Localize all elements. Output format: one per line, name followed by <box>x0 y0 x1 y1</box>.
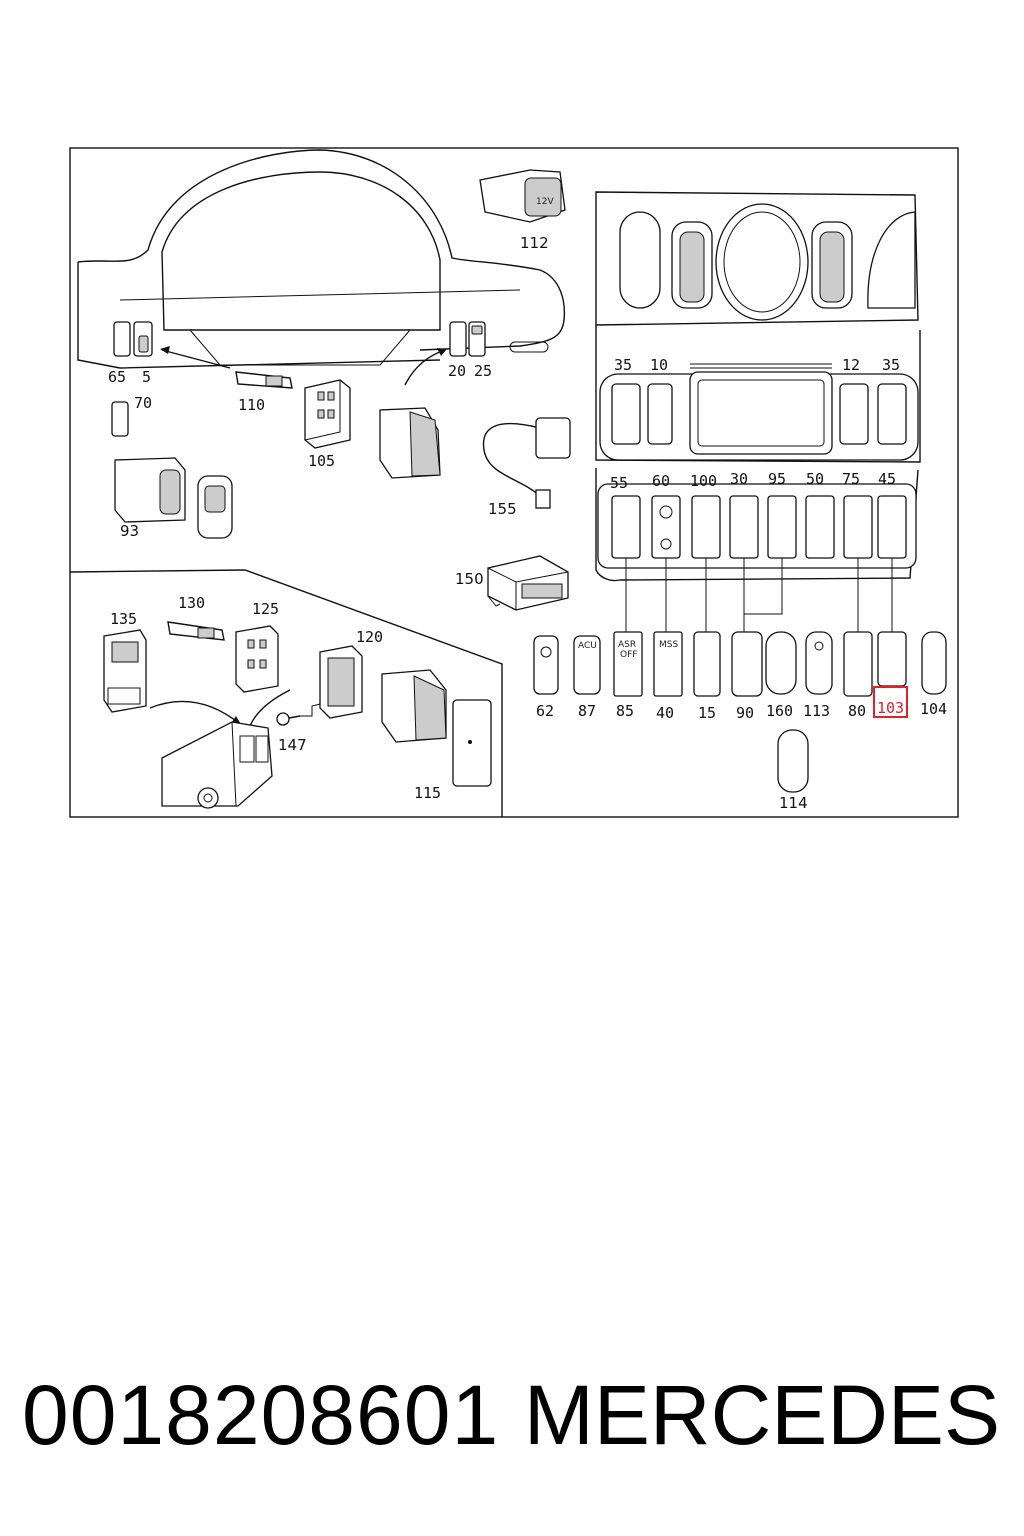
callout-12: 12 <box>842 356 860 374</box>
callout-35-right: 35 <box>882 356 900 374</box>
callout-87: 87 <box>578 702 596 720</box>
callout-155: 155 <box>488 500 517 518</box>
callout-40: 40 <box>656 704 674 722</box>
part-135-bracket <box>103 629 147 713</box>
callout-15: 15 <box>698 704 716 722</box>
callout-104: 104 <box>920 700 947 718</box>
callout-150: 150 <box>455 570 484 588</box>
van-illustration <box>149 689 291 809</box>
part-105-connector <box>304 379 351 449</box>
callout-85: 85 <box>616 702 634 720</box>
callout-70: 70 <box>134 394 152 412</box>
part-150-module <box>487 555 569 611</box>
inset-rocker <box>381 669 447 743</box>
footer: 0018208601 MERCEDES <box>0 1360 1024 1470</box>
callout-50: 50 <box>806 470 824 488</box>
leader-lines <box>625 558 893 636</box>
diagram-frame <box>69 147 959 818</box>
callout-20: 20 <box>448 362 466 380</box>
part-125-connector <box>235 625 279 693</box>
inset-panel <box>69 569 503 817</box>
part-147-screw <box>276 703 321 726</box>
callout-93: 93 <box>120 522 139 540</box>
callout-45: 45 <box>878 470 896 488</box>
part-120-frame <box>319 645 363 719</box>
part-112-text: 12V <box>536 197 554 207</box>
part-93-switch <box>114 457 233 539</box>
callout-30: 30 <box>730 470 748 488</box>
brand-name: MERCEDES <box>523 1368 1000 1462</box>
callout-115: 115 <box>414 784 441 802</box>
callout-103: 103 <box>877 699 904 717</box>
callout-80: 80 <box>848 702 866 720</box>
part-70-switch <box>111 401 129 437</box>
part-110-pin <box>235 371 293 389</box>
part-112-socket: 12V <box>479 169 566 223</box>
callout-135: 135 <box>110 610 137 628</box>
part-130-pin <box>167 621 225 641</box>
callout-105: 105 <box>308 452 335 470</box>
callout-113: 113 <box>803 702 830 720</box>
callout-25: 25 <box>474 362 492 380</box>
callout-114: 114 <box>779 794 808 812</box>
callout-75: 75 <box>842 470 860 488</box>
part-number: 0018208601 <box>22 1368 500 1462</box>
mss-text: MSS <box>659 640 678 650</box>
callout-112: 112 <box>520 234 549 252</box>
callout-55: 55 <box>610 474 628 492</box>
lower-switch-row: ACU ASR OFF MSS <box>533 631 947 793</box>
instrument-cluster <box>77 149 566 386</box>
rocker-switch <box>379 407 441 479</box>
callout-90: 90 <box>736 704 754 722</box>
part-115-switch <box>452 699 492 787</box>
off-text: OFF <box>620 650 637 660</box>
callout-100: 100 <box>690 472 717 490</box>
callout-110: 110 <box>238 396 265 414</box>
callout-labels: 65 5 70 110 105 93 112 20 25 155 150 35 … <box>108 234 947 812</box>
callout-10: 10 <box>650 356 668 374</box>
callout-5: 5 <box>142 368 151 386</box>
callout-120: 120 <box>356 628 383 646</box>
part-155-sensor <box>482 417 571 509</box>
highlight-103 <box>873 686 908 718</box>
callout-147: 147 <box>278 736 307 754</box>
asr-text: ASR <box>618 640 636 650</box>
callout-60: 60 <box>652 472 670 490</box>
callout-95: 95 <box>768 470 786 488</box>
callout-35-left: 35 <box>614 356 632 374</box>
callout-160: 160 <box>766 702 793 720</box>
callout-62: 62 <box>536 702 554 720</box>
acu-text: ACU <box>578 641 597 651</box>
callout-125: 125 <box>252 600 279 618</box>
callout-65: 65 <box>108 368 126 386</box>
callout-130: 130 <box>178 594 205 612</box>
upper-switch-row <box>611 495 907 559</box>
